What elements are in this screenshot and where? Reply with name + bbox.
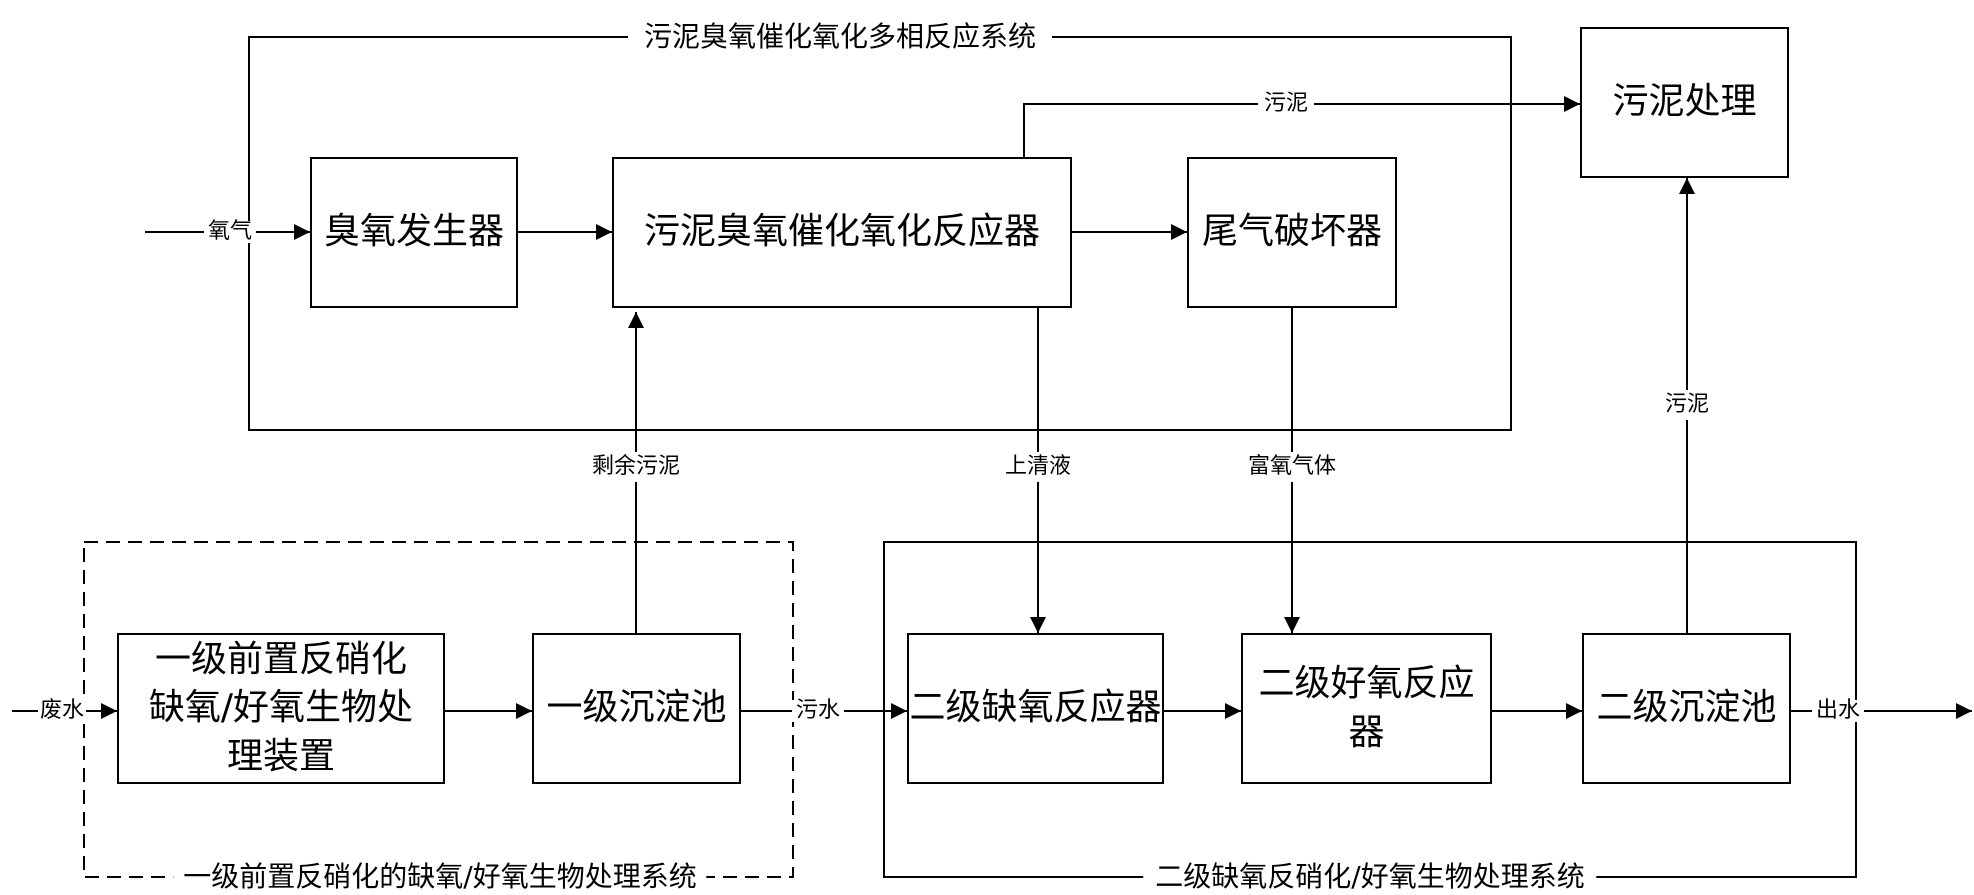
sludge-to-treatment: [1023, 96, 1580, 157]
tail-gas-destructor-box: 尾气破坏器: [1187, 157, 1397, 308]
ozone-system-title: 污泥臭氧催化氧化多相反应系统: [627, 23, 1053, 51]
oxygen-label: 氧气: [203, 221, 257, 243]
primary-settler-box: 一级沉淀池: [532, 633, 741, 784]
aerobic-reactor-box: 二级好氧反应器: [1241, 633, 1492, 784]
effluent-label: 出水: [1811, 700, 1865, 722]
sludge-right-label: 污泥: [1660, 390, 1714, 420]
sludge-treatment-box: 污泥处理: [1580, 27, 1789, 178]
sludge-top-label: 污泥: [1257, 93, 1315, 115]
wastewater-in-label: 废水: [37, 698, 87, 723]
excess-sludge-label: 剩余污泥: [587, 452, 685, 482]
primary-device-box: 一级前置反硝化缺氧/好氧生物处理装置: [117, 633, 445, 784]
supernatant-label: 上清液: [1000, 452, 1076, 482]
ozone-generator-box: 臭氧发生器: [310, 157, 518, 308]
reactor-box: 污泥臭氧催化氧化反应器: [612, 157, 1072, 308]
secondary-settler-box: 二级沉淀池: [1582, 633, 1791, 784]
anoxic-reactor-box: 二级缺氧反应器: [907, 633, 1164, 784]
sewage-label: 污水: [791, 700, 845, 722]
secondary-system-title: 二级缺氧反硝化/好氧生物处理系统: [1143, 863, 1597, 891]
oxygen-rich-gas-label: 富氧气体: [1243, 452, 1341, 482]
primary-system-title: 一级前置反硝化的缺氧/好氧生物处理系统: [173, 863, 707, 891]
